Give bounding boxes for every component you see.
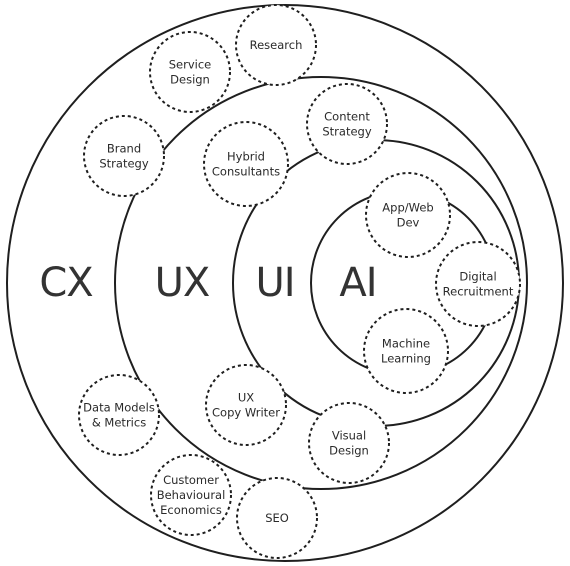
bubble-seo: SEO bbox=[236, 477, 318, 559]
layer-label-ui: UI bbox=[255, 260, 294, 306]
bubble-circle-ux-copy-writer bbox=[205, 364, 287, 446]
bubble-label-data-models-metrics: Data Models bbox=[83, 401, 155, 415]
bubble-circle-brand-strategy bbox=[83, 115, 165, 197]
bubble-circle-service-design bbox=[149, 31, 231, 113]
bubble-label-visual-design: Visual bbox=[332, 429, 366, 443]
bubble-data-models-metrics: Data Models& Metrics bbox=[78, 374, 160, 456]
cx-ring bbox=[6, 4, 564, 562]
bubble-label-hybrid-consultants: Hybrid bbox=[227, 150, 265, 164]
bubble-label-ux-copy-writer: Copy Writer bbox=[212, 406, 280, 420]
bubble-circle-digital-recruitment bbox=[435, 241, 521, 327]
bubble-label-content-strategy: Strategy bbox=[322, 125, 371, 139]
bubble-label-service-design: Service bbox=[169, 58, 212, 72]
bubble-circle-visual-design bbox=[308, 402, 390, 484]
bubble-label-app-web-dev: Dev bbox=[397, 216, 420, 230]
bubble-label-service-design: Design bbox=[170, 73, 210, 87]
bubble-label-brand-strategy: Brand bbox=[107, 142, 141, 156]
layer-labels: CX UX UI AI bbox=[39, 260, 377, 306]
layer-label-ux: UX bbox=[155, 260, 210, 306]
bubble-circle-content-strategy bbox=[306, 83, 388, 165]
bubble-label-machine-learning: Learning bbox=[381, 352, 431, 366]
service-bubbles: ResearchServiceDesignBrandStrategyConten… bbox=[78, 4, 521, 559]
bubble-label-machine-learning: Machine bbox=[382, 337, 430, 351]
bubble-label-data-models-metrics: & Metrics bbox=[92, 416, 146, 430]
bubble-label-customer-behavioural-economics: Customer bbox=[163, 473, 219, 487]
bubble-circle-seo bbox=[236, 477, 318, 559]
bubble-label-visual-design: Design bbox=[329, 444, 369, 458]
bubble-label-hybrid-consultants: Consultants bbox=[212, 165, 280, 179]
bubble-circle-data-models-metrics bbox=[78, 374, 160, 456]
bubble-circle-research bbox=[235, 4, 317, 86]
bubble-circle-app-web-dev bbox=[365, 172, 451, 258]
bubble-label-ux-copy-writer: UX bbox=[238, 391, 254, 405]
bubble-label-app-web-dev: App/Web bbox=[382, 201, 433, 215]
layer-label-cx: CX bbox=[39, 260, 93, 306]
bubble-label-seo: SEO bbox=[265, 511, 289, 525]
bubble-label-research: Research bbox=[250, 38, 303, 52]
bubble-label-digital-recruitment: Digital bbox=[459, 270, 496, 284]
layer-label-ai: AI bbox=[339, 260, 376, 306]
bubble-label-content-strategy: Content bbox=[324, 110, 370, 124]
bubble-research: Research bbox=[235, 4, 317, 86]
bubble-label-customer-behavioural-economics: Economics bbox=[160, 503, 222, 517]
bubble-label-customer-behavioural-economics: Behavioural bbox=[157, 488, 226, 502]
bubble-circle-machine-learning bbox=[363, 308, 449, 394]
bubble-circle-hybrid-consultants bbox=[203, 121, 289, 207]
bubble-label-digital-recruitment: Recruitment bbox=[443, 285, 514, 299]
ux-ring bbox=[114, 76, 528, 490]
bubble-label-brand-strategy: Strategy bbox=[99, 157, 148, 171]
bubble-circle-customer-behavioural-economics bbox=[150, 454, 232, 536]
